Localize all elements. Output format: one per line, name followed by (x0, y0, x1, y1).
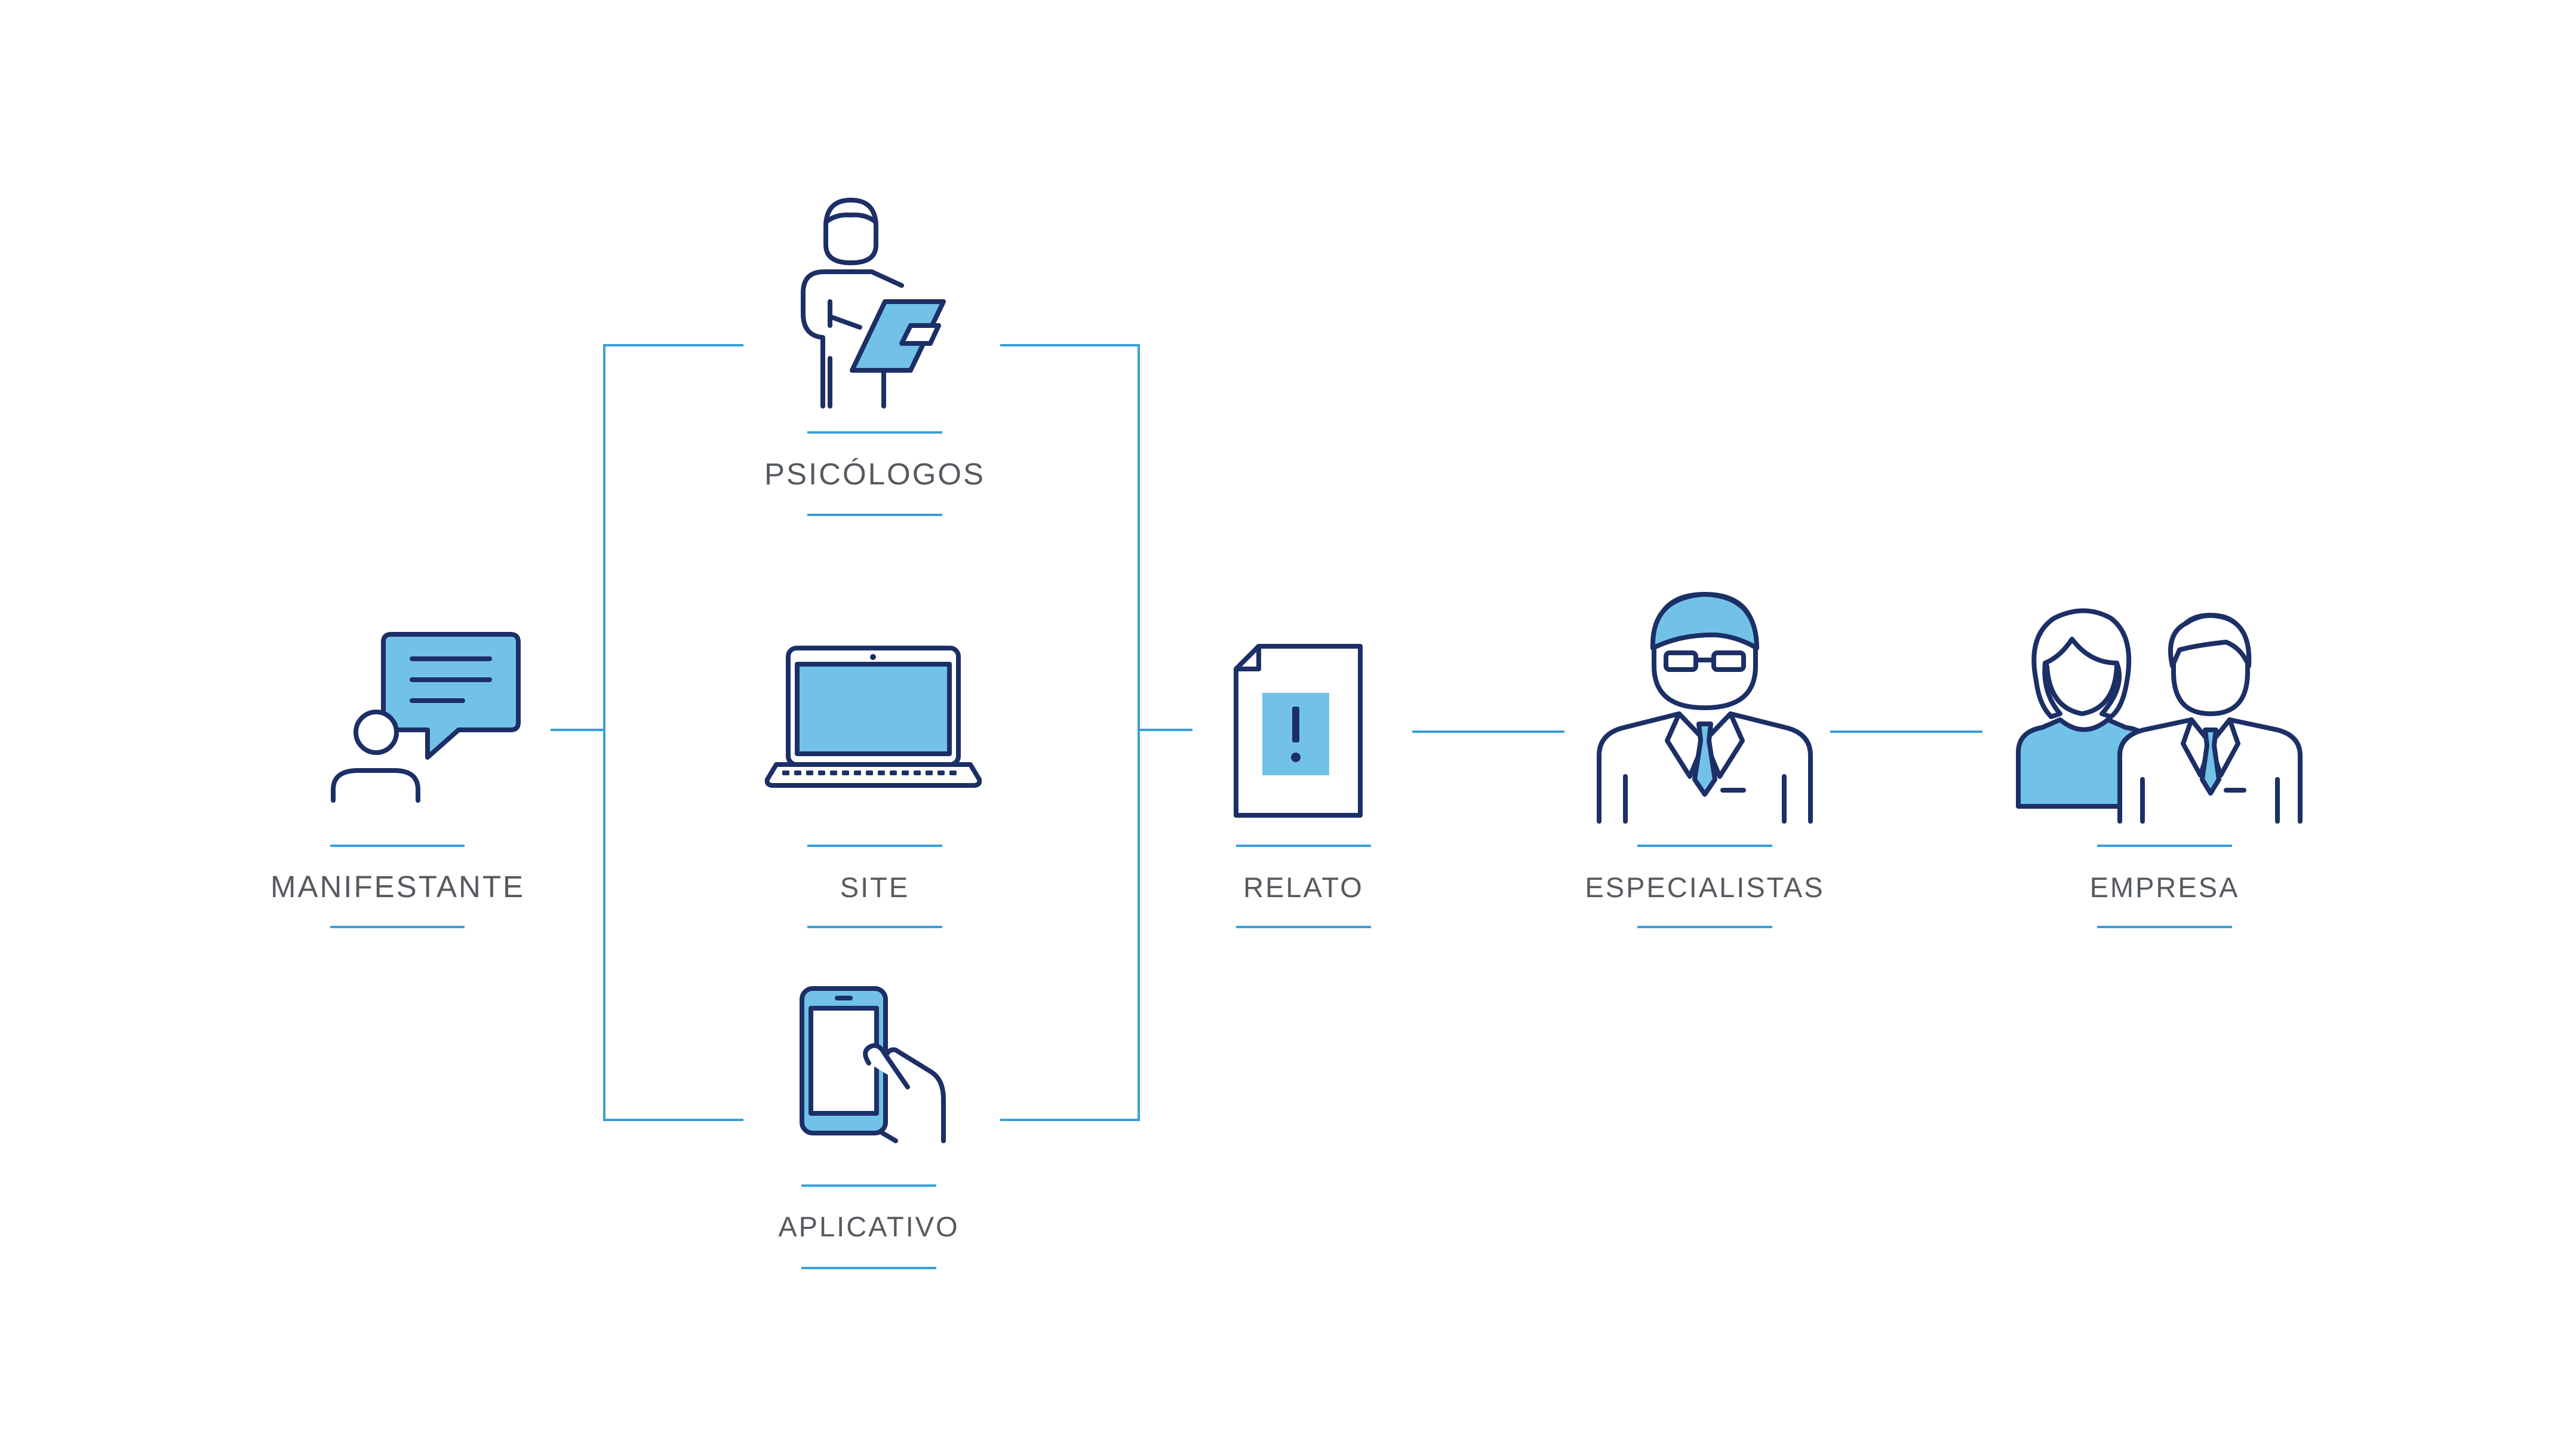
chat-person-icon (331, 632, 521, 803)
especialistas-label: ESPECIALISTAS (1585, 871, 1825, 903)
relato-label: RELATO (1243, 871, 1364, 903)
alert-bar (1292, 707, 1299, 742)
connector-right-bracket (1000, 344, 1140, 1121)
connectors (551, 344, 1982, 1121)
aplicativo-label: APLICATIVO (778, 1211, 960, 1242)
company-people-icon (2016, 608, 2303, 824)
psicologos-label: PSICÓLOGOS (764, 457, 986, 491)
label-underlines (330, 431, 2232, 1269)
laptop-details (782, 654, 957, 775)
smartphone-hand-icon (800, 986, 946, 1143)
psychologist-clipboard-icon (801, 198, 946, 409)
alert-dot (1291, 753, 1301, 762)
manifestante-label: MANIFESTANTE (270, 870, 525, 904)
specialist-man-icon (1597, 592, 1813, 824)
site-label: SITE (840, 871, 910, 903)
connector-left-bracket (603, 344, 743, 1121)
laptop-icon (764, 646, 982, 788)
empresa-label: EMPRESA (2089, 871, 2240, 903)
